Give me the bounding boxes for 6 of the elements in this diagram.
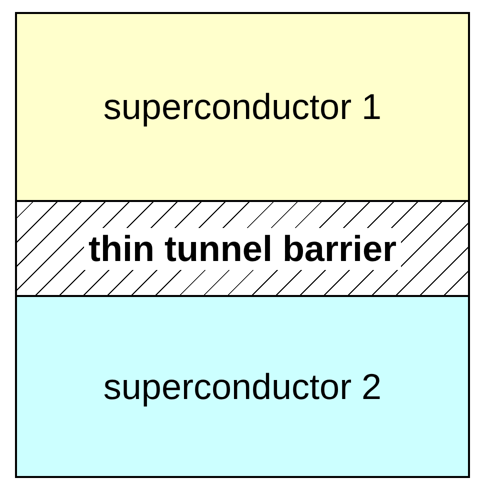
layer-label: superconductor 2 bbox=[103, 366, 382, 408]
superconductor-layer bbox=[15, 12, 470, 202]
superconductor-layer bbox=[15, 295, 470, 478]
layer-label: thin tunnel barrier bbox=[84, 228, 401, 270]
layer-label: superconductor 1 bbox=[103, 86, 382, 128]
barrier-layer bbox=[15, 200, 470, 297]
